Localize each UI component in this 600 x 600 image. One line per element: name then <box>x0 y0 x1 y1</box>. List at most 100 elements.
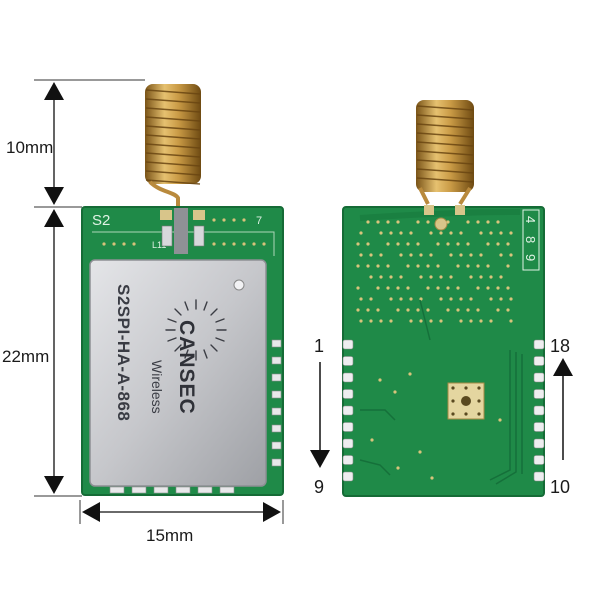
via <box>486 286 490 290</box>
via <box>439 231 443 235</box>
right-castellated-pads <box>533 339 545 482</box>
via <box>496 220 500 224</box>
pin-1-label: 1 <box>314 336 324 356</box>
pad <box>160 210 172 220</box>
castellated-pad <box>342 455 354 465</box>
edge-mark: 8 <box>523 236 538 243</box>
via <box>366 220 370 224</box>
via <box>370 438 374 442</box>
via <box>466 308 470 312</box>
via <box>426 264 430 268</box>
via <box>429 275 433 279</box>
via <box>449 253 453 257</box>
via <box>379 319 383 323</box>
edge-mark: 9 <box>523 254 538 261</box>
edge-mark: 4 <box>523 216 538 223</box>
via <box>366 264 370 268</box>
via <box>386 242 390 246</box>
via <box>393 390 397 394</box>
via <box>506 242 510 246</box>
via <box>479 253 483 257</box>
via <box>476 286 480 290</box>
via <box>469 297 473 301</box>
arrow-up-icon <box>44 209 64 227</box>
component <box>161 225 173 247</box>
via-row <box>102 218 266 246</box>
via <box>406 286 410 290</box>
via <box>409 253 413 257</box>
via <box>359 319 363 323</box>
via <box>489 319 493 323</box>
via <box>449 231 453 235</box>
via <box>396 220 400 224</box>
via <box>396 286 400 290</box>
back-pcb <box>342 206 545 497</box>
arrow-right-icon <box>263 502 281 522</box>
castellated-pad <box>533 389 545 399</box>
via <box>396 308 400 312</box>
via <box>366 242 370 246</box>
via <box>479 319 483 323</box>
arrow-up-icon <box>553 358 573 376</box>
via <box>509 297 513 301</box>
via <box>456 286 460 290</box>
via <box>429 319 433 323</box>
via <box>506 308 510 312</box>
antenna-height-label: 10mm <box>6 138 53 157</box>
via <box>489 297 493 301</box>
pin-18-label: 18 <box>550 336 570 356</box>
castellated-pad <box>342 372 354 383</box>
via <box>376 308 380 312</box>
castellated-pad <box>342 471 354 482</box>
brand-name: CANSEC <box>175 320 198 415</box>
via <box>489 275 493 279</box>
via <box>479 231 483 235</box>
brand-subtitle: Wireless <box>149 360 165 414</box>
via <box>509 231 513 235</box>
via <box>386 264 390 268</box>
castellated-pad <box>533 455 545 465</box>
arrow-left-icon <box>82 502 100 522</box>
castellated-pad <box>342 339 354 350</box>
via <box>369 319 373 323</box>
via <box>456 264 460 268</box>
via <box>439 297 443 301</box>
via <box>430 476 434 480</box>
via <box>426 220 430 224</box>
via <box>446 220 450 224</box>
via <box>419 319 423 323</box>
arrow-down-icon <box>310 450 330 468</box>
via <box>376 264 380 268</box>
via <box>369 275 373 279</box>
via <box>459 253 463 257</box>
via <box>426 286 430 290</box>
via <box>476 220 480 224</box>
via <box>489 231 493 235</box>
via <box>429 231 433 235</box>
arrow-up-icon <box>44 82 64 100</box>
pin1-dot <box>233 279 245 291</box>
front-bottom-pads <box>109 486 235 494</box>
castellated-pad <box>533 339 545 350</box>
via <box>456 242 460 246</box>
via <box>376 286 380 290</box>
via <box>356 242 360 246</box>
via <box>436 242 440 246</box>
castellated-pad <box>533 405 545 416</box>
via <box>379 231 383 235</box>
via <box>416 220 420 224</box>
via <box>379 253 383 257</box>
castellated-pad <box>342 356 354 366</box>
shield-can <box>89 259 267 487</box>
via <box>496 286 500 290</box>
via <box>486 220 490 224</box>
pad <box>193 210 205 220</box>
silkscreen-id: S2 <box>92 212 110 229</box>
via <box>456 308 460 312</box>
via <box>476 308 480 312</box>
model-label: S2SPI-HA-A-868 <box>114 284 133 421</box>
pad <box>455 205 465 215</box>
via <box>409 297 413 301</box>
via <box>369 297 373 301</box>
part-label: L11 <box>152 240 166 250</box>
